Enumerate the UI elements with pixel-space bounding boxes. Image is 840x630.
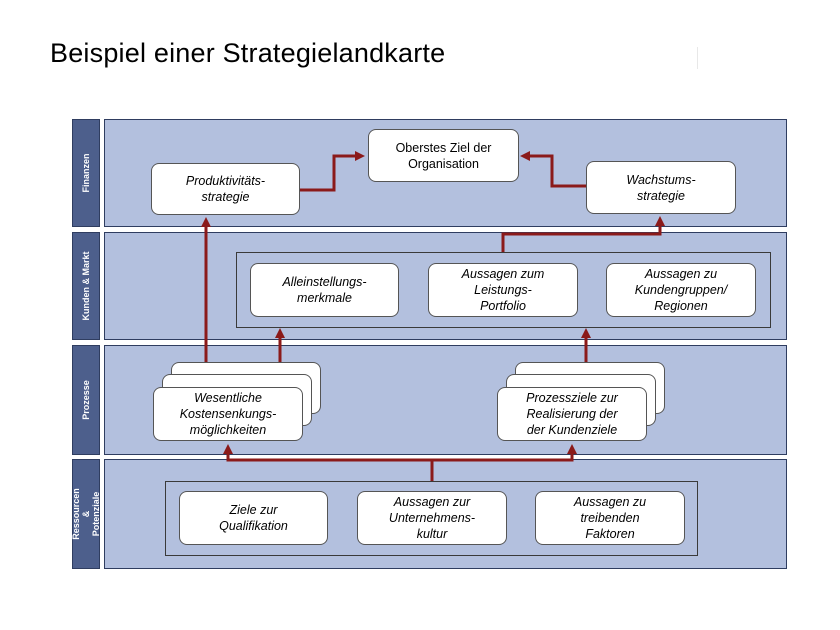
lane-label-ressourcen: Ressourcen & Potenziale xyxy=(71,459,101,569)
arrow-resources-to-cost xyxy=(223,444,434,481)
arrow-growth-to-top-goal xyxy=(520,151,586,188)
divider xyxy=(697,47,698,69)
box-customer-groups: Aussagen zu Kundengruppen/ Regionen xyxy=(606,263,756,317)
box-process-goals: Prozessziele zur Realisierung der der Ku… xyxy=(497,387,647,441)
box-uniqueness: Alleinstellungs- merkmale xyxy=(250,263,399,317)
lane-label-finanzen: Finanzen xyxy=(72,119,100,227)
arrow-productivity-to-top-goal xyxy=(300,151,365,192)
box-growth-strategy: Wachstums- strategie xyxy=(586,161,736,214)
page-title: Beispiel einer Strategielandkarte xyxy=(50,38,446,68)
box-drivers: Aussagen zu treibenden Faktoren xyxy=(535,491,685,545)
box-qualification: Ziele zur Qualifikation xyxy=(179,491,328,545)
box-cost-reduction: Wesentliche Kostensenkungs- möglichkeite… xyxy=(153,387,303,441)
arrow-customer-to-growth xyxy=(501,216,665,252)
box-culture: Aussagen zur Unternehmens- kultur xyxy=(357,491,507,545)
resources-group-frame xyxy=(165,481,698,556)
box-top-goal: Oberstes Ziel der Organisation xyxy=(368,129,519,182)
lane-label-kunden: Kunden & Markt xyxy=(72,232,100,340)
customer-group-frame xyxy=(236,252,771,328)
arrow-resources-to-process-goals xyxy=(432,444,577,462)
box-productivity-strategy: Produktivitäts- strategie xyxy=(151,163,300,215)
lane-label-prozesse: Prozesse xyxy=(72,345,100,455)
box-portfolio: Aussagen zum Leistungs- Portfolio xyxy=(428,263,578,317)
